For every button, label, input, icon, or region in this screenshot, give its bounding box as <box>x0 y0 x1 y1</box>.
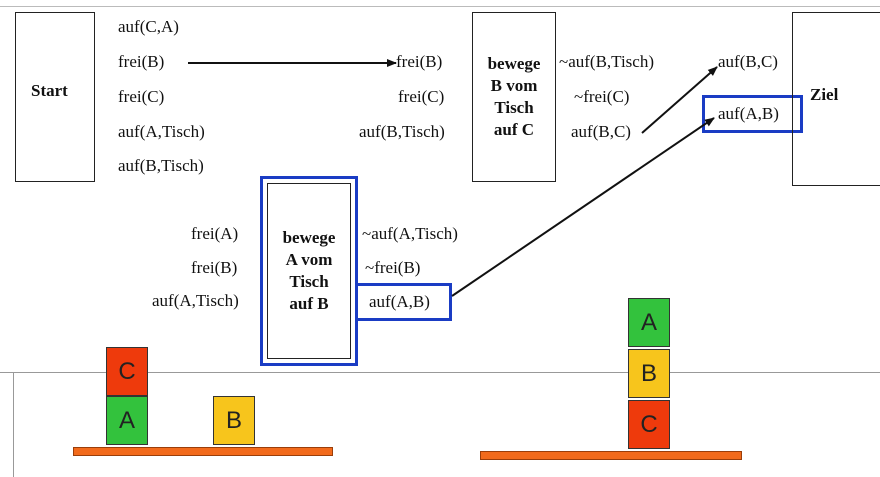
plan-diagram: Start auf(C,A) frei(B) frei(C) auf(A,Tis… <box>14 6 880 371</box>
op1-effect: ~frei(C) <box>574 87 630 106</box>
scene-divider <box>0 372 880 373</box>
op1-line: auf C <box>493 120 535 139</box>
op1-precondition: auf(B,Tisch) <box>359 122 445 141</box>
op2-line: auf B <box>289 294 329 313</box>
op1-line: Tisch <box>494 98 534 117</box>
block-c: C <box>628 400 670 449</box>
start-box <box>15 12 95 182</box>
scene-left-border <box>13 372 14 477</box>
goal-label: Ziel <box>810 85 839 104</box>
start-fact: frei(C) <box>118 87 165 106</box>
start-fact: auf(B,Tisch) <box>118 156 204 175</box>
op2-precondition: frei(B) <box>191 258 238 277</box>
op2-line: A vom <box>285 250 333 269</box>
start-fact: auf(C,A) <box>118 17 179 36</box>
op2-effect: ~frei(B) <box>365 258 421 277</box>
table-left <box>73 447 333 456</box>
block-c: C <box>106 347 148 396</box>
link-arrow <box>641 66 718 134</box>
block-a: A <box>628 298 670 347</box>
op2-precondition: auf(A,Tisch) <box>152 291 239 310</box>
op2-highlight <box>260 176 358 366</box>
op1-precondition: frei(B) <box>396 52 443 71</box>
table-right <box>480 451 742 460</box>
block-a: A <box>106 396 148 445</box>
block-b: B <box>628 349 670 398</box>
goal-box <box>792 12 880 186</box>
op2-effect: ~auf(A,Tisch) <box>362 224 458 243</box>
op1-line: bewege <box>487 54 541 73</box>
op1-precondition: frei(C) <box>398 87 445 106</box>
op2-precondition: frei(A) <box>191 224 239 243</box>
op1-effect: auf(B,C) <box>571 122 631 141</box>
start-label: Start <box>31 81 68 100</box>
op2-effect-highlight <box>355 283 452 321</box>
op1-box: bewege B vom Tisch auf C <box>472 12 556 182</box>
goal-fact-highlight <box>702 95 803 133</box>
op2-line: bewege <box>282 228 336 247</box>
goal-fact: auf(B,C) <box>718 52 778 71</box>
op2-box: bewege A vom Tisch auf B <box>267 183 351 359</box>
causal-links <box>188 59 718 297</box>
goal-fact: auf(A,B) <box>718 104 779 123</box>
block-b: B <box>213 396 255 445</box>
start-fact: auf(A,Tisch) <box>118 122 205 141</box>
op1-effect: ~auf(B,Tisch) <box>559 52 654 71</box>
op2-line: Tisch <box>289 272 329 291</box>
start-fact: frei(B) <box>118 52 165 71</box>
top-rule <box>0 6 880 7</box>
op1-line: B vom <box>490 76 538 95</box>
link-arrow <box>451 117 715 297</box>
op2-effect: auf(A,B) <box>369 292 430 311</box>
